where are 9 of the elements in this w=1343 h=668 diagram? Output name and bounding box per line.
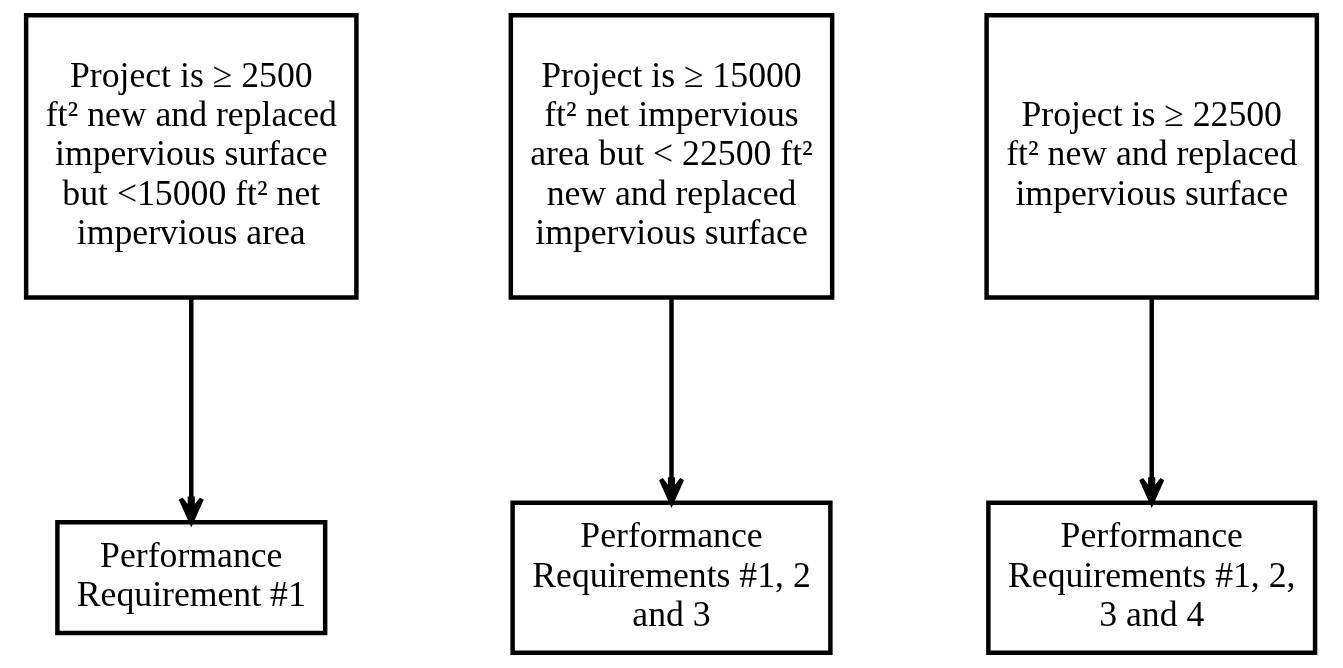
arrow xyxy=(1139,297,1165,505)
node-box: Performance Requirement #1 xyxy=(55,520,328,636)
node-box: Project is ≥ 22500 ft² new and replaced impervious surface xyxy=(984,13,1320,300)
node-box: Project is ≥ 2500 ft² new and replaced impervious surface but <15000 ft² net impervious area xyxy=(23,13,359,300)
node-box: Project is ≥ 15000 ft² net impervious area but < 22500 ft² new and replaced impervious surface xyxy=(508,13,835,300)
node-box: Performance Requirements #1, 2 and 3 xyxy=(510,500,833,655)
arrow xyxy=(658,297,685,505)
node-box: Performance Requirements #1, 2, 3 and 4 xyxy=(986,500,1318,655)
arrow xyxy=(178,297,204,525)
